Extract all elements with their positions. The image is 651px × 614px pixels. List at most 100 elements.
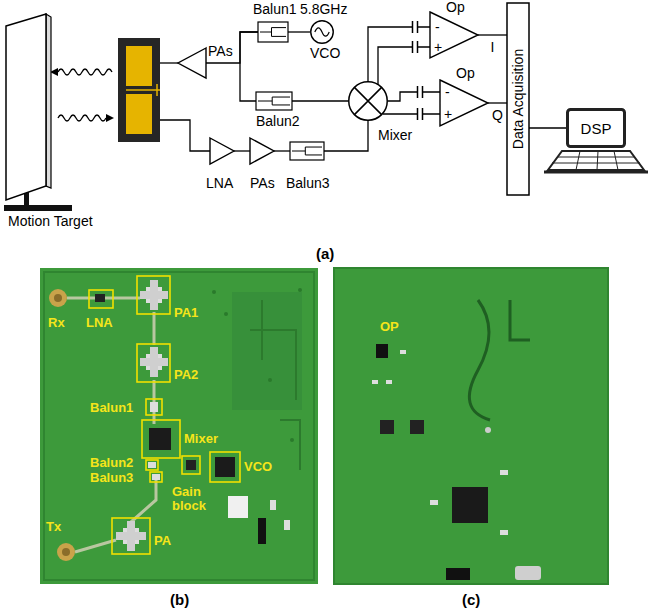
pcb-photo-back (430, 500, 438, 505)
pcb-photo-front (95, 294, 105, 302)
signal-wire (368, 27, 430, 81)
pcb-photo-front (49, 289, 67, 307)
mixer-shape (349, 82, 388, 121)
pcb-photo-back (452, 487, 488, 523)
pcb-photo-back (500, 530, 508, 535)
component-label: Op (456, 66, 475, 80)
pcb-photo-back (376, 344, 388, 358)
pcb-photo-back (380, 420, 394, 434)
signal-wire (388, 92, 440, 101)
capacitor-symbol (418, 86, 423, 98)
pcb-photo-front (284, 520, 290, 530)
pcb-photo-back (446, 568, 470, 580)
pcb-photo-front (116, 532, 146, 540)
low-noise-amplifier: LNA (210, 138, 234, 164)
pcb-photo-front (44, 272, 314, 580)
balun-shape (256, 92, 292, 110)
balun: Balun2 (256, 92, 292, 110)
pcb-photo-front (153, 312, 156, 345)
laptop-keyboard (548, 151, 644, 170)
capacitor-symbol (413, 21, 423, 120)
component-label: Balun1 (253, 2, 297, 16)
balun: Balun3 (290, 142, 324, 160)
pcb-photo-front (40, 268, 318, 584)
part-name: OP (380, 320, 399, 334)
component-label: VCO (310, 46, 340, 60)
signal-wire (288, 31, 310, 32)
pcb-photo-front (57, 543, 75, 561)
laptop-keyboard (544, 151, 648, 172)
part-name: Tx (46, 520, 61, 534)
balun: Balun1 (258, 22, 288, 42)
component-label: + (434, 40, 442, 54)
vco-oscillator-shape (310, 20, 334, 44)
highlight-box (137, 276, 170, 314)
wire (383, 113, 440, 114)
pcb-photo-back (400, 350, 406, 354)
part-name: Balun2 (90, 456, 133, 470)
motion-target: Motion Target (6, 14, 46, 200)
capacitor-symbol (413, 41, 418, 53)
highlight-box (150, 472, 162, 482)
component-label: Motion Target (8, 214, 93, 228)
wire (378, 47, 430, 84)
part-name: VCO (244, 460, 272, 474)
panel-letter: (b) (170, 592, 189, 609)
pcb-photo-front (224, 312, 228, 316)
pcb-photo-front (149, 428, 171, 450)
pcb-photo-front (212, 290, 216, 294)
mixer-shape (348, 81, 388, 121)
highlight-box (112, 518, 150, 554)
part-name: Balun3 (90, 471, 133, 485)
signal-wire (206, 32, 258, 63)
wire (160, 47, 440, 151)
balun-shape (290, 142, 324, 160)
balun-shape (256, 92, 292, 110)
highlight-box (182, 456, 200, 474)
panel-letter: (a) (316, 246, 334, 263)
highlight-box (146, 399, 162, 415)
data-acquisition-box: Data Acquisition (507, 3, 529, 195)
radio-wave (58, 115, 106, 121)
dsp-laptop-shape (568, 110, 625, 147)
pcb-photo-front (148, 462, 156, 468)
op-amp-shape (440, 80, 488, 126)
highlight-box (142, 420, 180, 458)
signal-name: I (490, 40, 496, 54)
part-name: PA (154, 534, 171, 548)
antenna (118, 38, 160, 142)
wire (160, 120, 210, 151)
part-name: PA2 (174, 368, 198, 382)
pcb-photo-back (410, 420, 424, 434)
pcb-photo-back (510, 300, 530, 340)
pcb-photo-front (62, 548, 70, 556)
balun-shape (258, 22, 288, 42)
radio-wave (106, 114, 114, 122)
signal-wire (529, 127, 566, 128)
pcb-photo-front (54, 294, 62, 302)
op-amp-shape (430, 12, 478, 58)
signal-name: Q (491, 108, 504, 122)
data-acquisition-box-shape (507, 3, 529, 195)
balun-shape (290, 142, 324, 160)
component-label: - (445, 85, 450, 99)
part-name: LNA (86, 316, 113, 330)
component-label: + (444, 107, 452, 121)
pcb-photo-front (131, 480, 156, 522)
signal-wire (234, 150, 250, 151)
component-label: Data Acquisition (511, 49, 525, 149)
low-noise-amplifier-shape (210, 138, 234, 164)
signal-wire (274, 150, 290, 151)
pcb-photo-front (40, 268, 318, 584)
op-amp: Op-+ (430, 12, 478, 58)
pcb-photo-front (228, 496, 248, 518)
radio-wave (58, 69, 112, 75)
pcb-photo-front (215, 457, 235, 477)
signal-wire (324, 121, 368, 151)
low-noise-amplifier-shape (210, 138, 234, 164)
component-label: Balun2 (256, 114, 300, 128)
laptop-keyboard (552, 151, 640, 170)
motion-target-shape (6, 14, 51, 200)
